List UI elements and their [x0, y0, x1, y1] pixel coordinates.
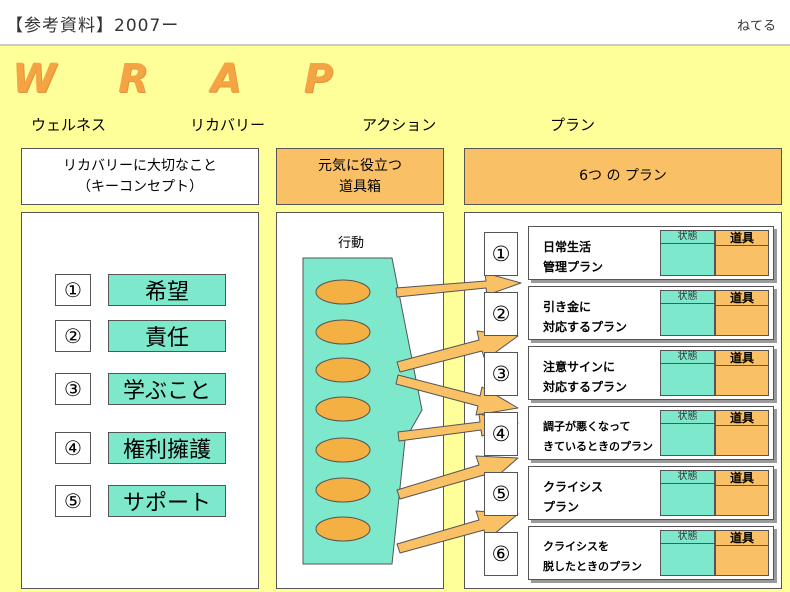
- tool-oval: [315, 319, 371, 345]
- plan-title: クライシス: [543, 480, 604, 494]
- plan-subtitle: 対応するプラン: [543, 380, 628, 394]
- plan-row: ④ 調子が悪くなって きているときのプラン 状態 道具: [484, 406, 774, 460]
- plan-tool-cell: 道具: [715, 290, 769, 336]
- plan-number: ②: [484, 292, 518, 336]
- key-concepts-header: リカバリーに大切なこと （キーコンセプト）: [21, 148, 259, 205]
- plan-number: ⑥: [484, 532, 518, 576]
- plan-title: 注意サインに: [543, 360, 616, 374]
- tool-label: 道具: [716, 351, 768, 366]
- plan-tool-cell: 道具: [715, 530, 769, 576]
- plan-row: ③ 注意サインに 対応するプラン 状態 道具: [484, 346, 774, 400]
- plan-state-cell: 状態: [660, 470, 715, 516]
- plan-tool-cell: 道具: [715, 410, 769, 456]
- concept-responsibility: 責任: [108, 320, 226, 352]
- plan-number: ④: [484, 412, 518, 456]
- plan-state-cell: 状態: [660, 230, 715, 276]
- concept-number: ④: [55, 432, 91, 464]
- plan-row: ⑤ クライシス プラン 状態 道具: [484, 466, 774, 520]
- plan-row: ② 引き金に 対応するプラン 状態 道具: [484, 286, 774, 340]
- concept-number: ⑤: [55, 485, 91, 517]
- arrow-cross-to-plan-4: [395, 374, 519, 416]
- plan-card-post-crisis: クライシスを 脱したときのプラン 状態 道具: [528, 526, 774, 580]
- state-label: 状態: [661, 291, 714, 304]
- plan-subtitle: きているときのプラン: [543, 440, 653, 453]
- tool-label: 道具: [716, 471, 768, 486]
- key-concepts-header-line2: （キーコンセプト）: [77, 178, 203, 195]
- word-plan: プラン: [550, 116, 596, 134]
- slide-title: 【参考資料】2007ー: [6, 16, 180, 36]
- tool-oval: [315, 279, 371, 305]
- concept-hope: 希望: [108, 274, 226, 306]
- plan-state-cell: 状態: [660, 290, 715, 336]
- concept-advocacy: 権利擁護: [108, 432, 226, 464]
- wrap-title: W R A P: [12, 56, 357, 102]
- plan-state-cell: 状態: [660, 530, 715, 576]
- plan-state-cell: 状態: [660, 410, 715, 456]
- plan-row: ⑥ クライシスを 脱したときのプラン 状態 道具: [484, 526, 774, 580]
- six-plans-header: 6つ の プラン: [464, 148, 782, 205]
- tool-oval: [315, 357, 371, 383]
- tool-oval: [315, 437, 371, 463]
- concept-number: ①: [55, 274, 91, 306]
- plan-number: ③: [484, 352, 518, 396]
- plan-tool-cell: 道具: [715, 470, 769, 516]
- concept-number: ②: [55, 320, 91, 352]
- plan-number: ⑤: [484, 472, 518, 516]
- concept-learning: 学ぶこと: [108, 373, 226, 405]
- plan-tool-cell: 道具: [715, 350, 769, 396]
- plan-title: 調子が悪くなって: [543, 420, 631, 433]
- tool-oval: [315, 396, 371, 422]
- tool-label: 道具: [716, 231, 768, 246]
- word-wellness: ウェルネス: [31, 116, 107, 134]
- toolbox-header-line2: 道具箱: [339, 178, 381, 195]
- key-concepts-header-line1: リカバリーに大切なこと: [63, 157, 217, 174]
- tool-label: 道具: [716, 531, 768, 546]
- plan-subtitle: 管理プラン: [543, 260, 604, 274]
- arrow-to-plan-5: [396, 455, 519, 500]
- six-plans-header-text: 6つ の プラン: [579, 168, 667, 184]
- tool-label: 道具: [716, 411, 768, 426]
- plan-card-breaking-down: 調子が悪くなって きているときのプラン 状態 道具: [528, 406, 774, 460]
- toolbox-header-line1: 元気に役立つ: [318, 157, 402, 174]
- plan-card-warning-signs: 注意サインに 対応するプラン 状態 道具: [528, 346, 774, 400]
- word-action: アクション: [362, 116, 437, 134]
- concept-number: ③: [55, 373, 91, 405]
- plan-row: ① 日常生活 管理プラン 状態 道具: [484, 226, 774, 280]
- plan-title: 引き金に: [543, 300, 592, 314]
- plan-card-crisis: クライシス プラン 状態 道具: [528, 466, 774, 520]
- action-label: 行動: [338, 236, 365, 251]
- tool-label: 道具: [716, 291, 768, 306]
- state-label: 状態: [661, 471, 714, 484]
- word-recovery: リカバリー: [190, 116, 266, 134]
- plan-title: 日常生活: [543, 240, 592, 254]
- state-label: 状態: [661, 231, 714, 244]
- arrow-to-plan-6: [396, 510, 519, 554]
- plan-card-triggers: 引き金に 対応するプラン 状態 道具: [528, 286, 774, 340]
- state-label: 状態: [661, 531, 714, 544]
- state-label: 状態: [661, 411, 714, 424]
- concept-support: サポート: [108, 485, 226, 517]
- plan-tool-cell: 道具: [715, 230, 769, 276]
- header-right-text: ねてる: [736, 19, 776, 34]
- plan-subtitle: 対応するプラン: [543, 320, 628, 334]
- state-label: 状態: [661, 351, 714, 364]
- plan-number: ①: [484, 232, 518, 276]
- toolbox-header: 元気に役立つ 道具箱: [276, 148, 444, 205]
- plan-card-daily-maintenance: 日常生活 管理プラン 状態 道具: [528, 226, 774, 280]
- plan-subtitle: 脱したときのプラン: [543, 560, 642, 573]
- top-bar: 【参考資料】2007ー ねてる: [0, 0, 790, 46]
- plan-title: クライシスを: [543, 540, 609, 553]
- plan-subtitle: プラン: [543, 500, 580, 514]
- plan-state-cell: 状態: [660, 350, 715, 396]
- tool-oval: [315, 477, 371, 503]
- tool-oval: [315, 516, 371, 542]
- arrow-to-plan-1: [395, 272, 522, 298]
- arrow-to-plan-3: [396, 330, 519, 373]
